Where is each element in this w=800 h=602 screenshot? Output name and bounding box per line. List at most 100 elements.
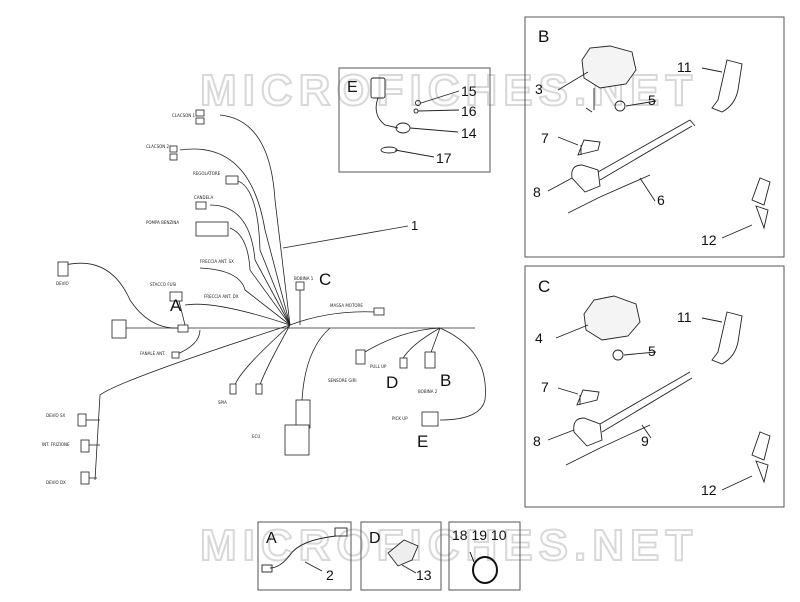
c-cap xyxy=(573,417,603,447)
callout-B: B xyxy=(440,371,451,390)
leader-A xyxy=(177,296,186,326)
b-hv-cable xyxy=(597,119,693,181)
cable-tie-icon xyxy=(472,556,498,584)
bottom-D-drawing xyxy=(387,539,419,574)
c-spark-plug xyxy=(751,431,771,484)
wiring-harness xyxy=(64,114,486,481)
part-16: 16 xyxy=(461,103,477,119)
tag-clacson1: CLACSON 1 xyxy=(172,113,196,118)
b-terminal xyxy=(577,139,601,156)
branch-sensore xyxy=(359,327,441,356)
a-wire xyxy=(269,535,337,569)
part-11c: 11 xyxy=(677,309,692,325)
b-dim-6 xyxy=(567,174,651,214)
tag-spia: SPIA xyxy=(218,400,227,405)
branch-pullup xyxy=(401,327,441,361)
part-17: 17 xyxy=(436,150,452,166)
e-wire xyxy=(375,97,399,129)
tag-devio: DEVIO xyxy=(56,281,69,286)
connector-sensore xyxy=(355,349,366,365)
part-13: 13 xyxy=(416,567,432,583)
tag-massa: MASSA MOTORE xyxy=(330,303,363,308)
a-connector-bottom xyxy=(261,564,273,573)
branch-freccia-dx xyxy=(184,303,291,326)
panel-E-box xyxy=(338,67,491,173)
panel-boxes xyxy=(257,16,785,591)
part-14: 14 xyxy=(461,125,477,141)
branch-regolatore xyxy=(234,179,291,326)
bottom-clips-box xyxy=(448,521,521,591)
part-11b: 11 xyxy=(677,59,692,75)
connector-pompa xyxy=(195,221,229,237)
c-terminal xyxy=(576,389,600,406)
tag-devio-sx: DEVIO SX xyxy=(46,413,65,418)
d-relay xyxy=(387,539,419,567)
connector-bobina1 xyxy=(295,281,305,291)
branch-pickup xyxy=(439,327,486,421)
connector-fanale xyxy=(171,351,180,359)
b-nut xyxy=(614,100,626,112)
panel-B-box xyxy=(524,16,785,258)
c-leaders xyxy=(547,317,753,491)
callout-E: E xyxy=(417,432,428,451)
connector-devio-dx xyxy=(80,471,90,485)
connector-devio xyxy=(57,261,69,277)
connector-spia1 xyxy=(229,383,237,395)
connector-ecu-boot xyxy=(295,399,311,429)
branch-freccia-sx xyxy=(199,267,291,326)
branch-spia1 xyxy=(234,324,291,386)
tag-stacco: STACCO FUSI xyxy=(150,282,176,287)
connector-pickup xyxy=(421,411,439,427)
connector-pullup xyxy=(399,357,408,369)
connector-massa xyxy=(373,307,385,316)
harness-tags: CLACSON 1 CLACSON 2 REGOLATORE CANDELA P… xyxy=(42,113,438,485)
callout-A: A xyxy=(170,296,182,315)
b-coil-tip xyxy=(585,107,593,113)
parts-18-19-10: 18 19 10 xyxy=(452,527,507,543)
b-cap xyxy=(571,164,601,193)
part-7b: 7 xyxy=(541,130,549,146)
tag-pompa: POMPA BENZINA xyxy=(146,220,179,225)
c-dim-9 xyxy=(565,424,651,466)
bottom-A-box xyxy=(257,521,352,591)
part-9: 9 xyxy=(641,433,649,449)
part-3: 3 xyxy=(535,81,543,97)
branch-massa xyxy=(289,311,376,326)
branch-devio-lower xyxy=(94,324,291,481)
b-leaders xyxy=(547,67,753,239)
c-hv-cable xyxy=(599,371,693,433)
branch-fanale xyxy=(174,329,201,356)
branch-candela xyxy=(209,204,291,326)
panel-C-box xyxy=(524,265,785,508)
tag-pullup: PULL UP xyxy=(370,364,387,369)
callout-1: 1 xyxy=(411,218,418,233)
panel-E-drawing xyxy=(370,77,460,158)
part-4: 4 xyxy=(535,330,543,346)
b-cable-end xyxy=(689,119,696,127)
connector-spia2 xyxy=(255,383,263,395)
main-callouts: 1 A B C D E xyxy=(170,218,451,451)
part-5c: 5 xyxy=(648,343,656,359)
part-2: 2 xyxy=(326,567,334,583)
callout-D: D xyxy=(386,373,398,392)
bottom-A-drawing xyxy=(261,527,348,573)
branch-spia2 xyxy=(259,324,291,386)
connector-clacson2b xyxy=(169,153,178,161)
clips-drawing xyxy=(469,551,498,584)
part-15: 15 xyxy=(461,83,477,99)
part-8b: 8 xyxy=(533,184,541,200)
bottom-A-title: A xyxy=(266,530,277,547)
part-8c: 8 xyxy=(533,433,541,449)
b-spark-plug xyxy=(751,177,771,230)
a-leader xyxy=(304,561,323,572)
leader-1 xyxy=(282,225,409,249)
panel-E: E 15 16 14 17 xyxy=(347,77,477,166)
panel-B-drawing xyxy=(547,45,771,239)
e-sensor xyxy=(395,122,411,134)
tag-freccia-sx: FRECCIA ANT. SX xyxy=(200,259,234,264)
branch-clacson1 xyxy=(219,114,291,326)
part-12c: 12 xyxy=(701,482,717,498)
connector-ecu xyxy=(284,424,310,456)
branch-pompa xyxy=(229,227,291,326)
branch-clacson2 xyxy=(179,148,291,326)
